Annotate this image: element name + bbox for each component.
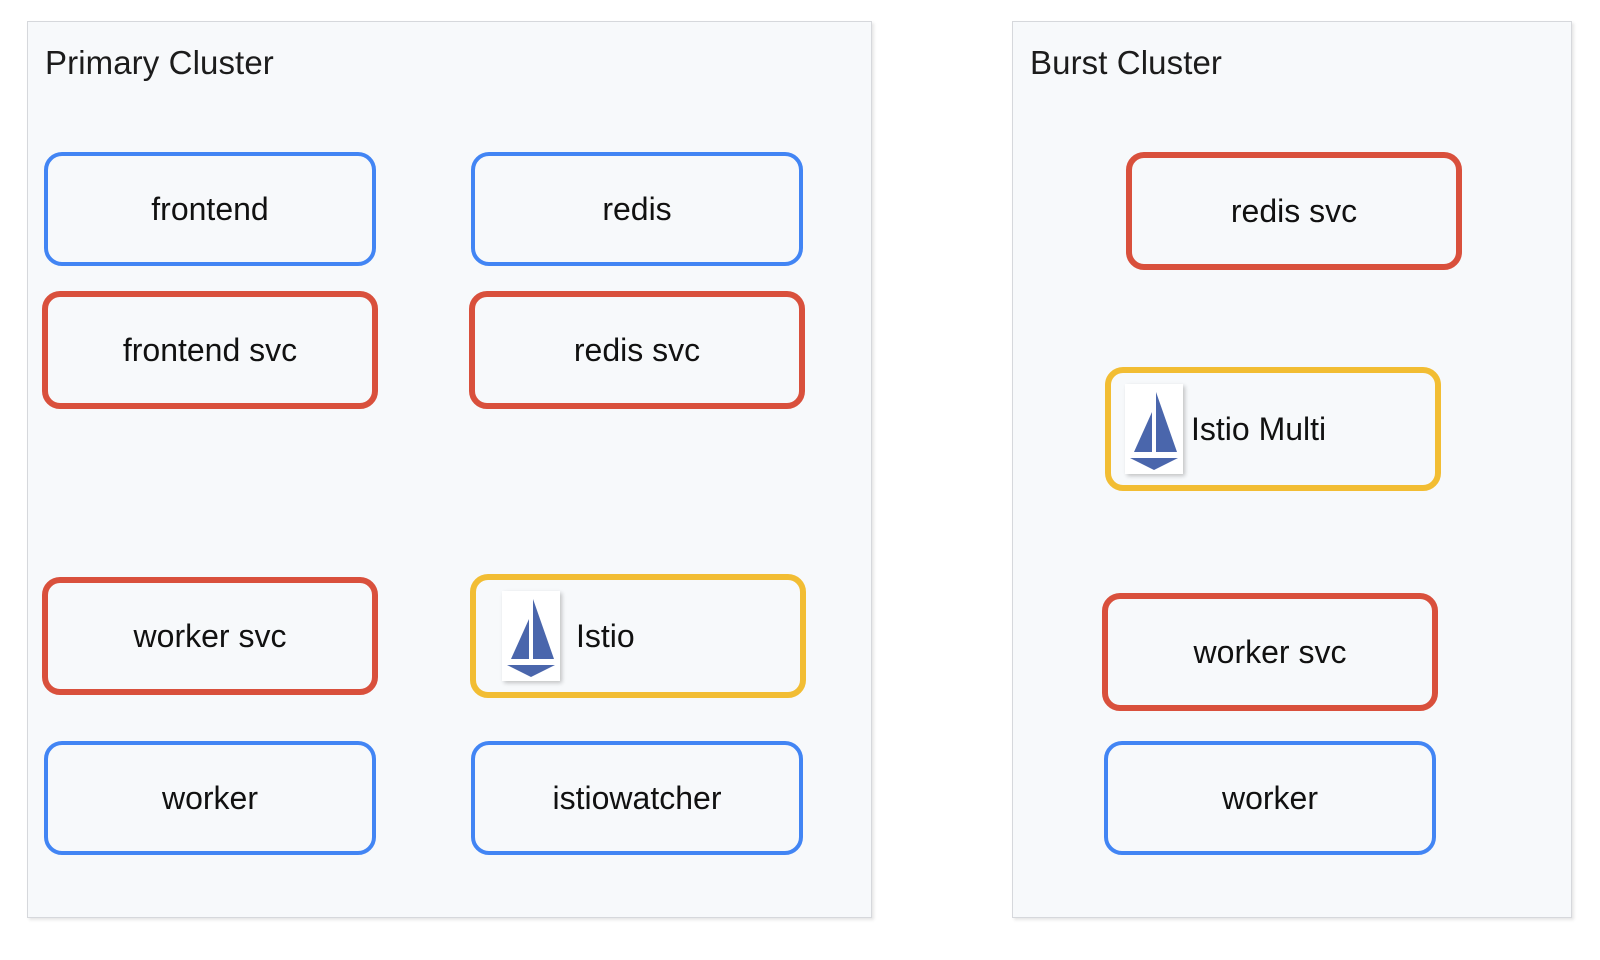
- istio-sailboat-icon: [1125, 384, 1183, 474]
- node-worker-svc-label: worker svc: [133, 618, 287, 654]
- node-redis-svc-label: redis svc: [573, 332, 701, 368]
- node-istio-label: Istio: [576, 618, 635, 654]
- node-worker-svc[interactable]: worker svc: [42, 577, 378, 695]
- node-frontend-svc-label: frontend svc: [122, 332, 298, 368]
- node-redis[interactable]: redis: [471, 152, 803, 266]
- node-worker[interactable]: worker: [44, 741, 376, 855]
- node-istiowatcher[interactable]: istiowatcher: [471, 741, 803, 855]
- node-burst-worker-svc-label: worker svc: [1193, 634, 1347, 670]
- cluster-primary-title: Primary Cluster: [45, 44, 274, 81]
- node-istiowatcher-label: istiowatcher: [552, 780, 722, 816]
- node-worker-label: worker: [161, 780, 258, 816]
- node-istio-multi[interactable]: Istio Multi: [1105, 367, 1441, 491]
- node-istio-multi-label: Istio Multi: [1191, 411, 1327, 447]
- node-burst-redis-svc-label: redis svc: [1230, 193, 1358, 229]
- node-burst-worker-svc[interactable]: worker svc: [1102, 593, 1438, 711]
- node-burst-redis-svc[interactable]: redis svc: [1126, 152, 1462, 270]
- node-redis-label: redis: [602, 191, 672, 227]
- cluster-burst-title: Burst Cluster: [1030, 44, 1223, 81]
- node-istio[interactable]: Istio: [470, 574, 806, 698]
- node-redis-svc[interactable]: redis svc: [469, 291, 805, 409]
- node-frontend[interactable]: frontend: [44, 152, 376, 266]
- node-burst-worker[interactable]: worker: [1104, 741, 1436, 855]
- istio-sailboat-icon: [502, 591, 560, 681]
- node-frontend-svc[interactable]: frontend svc: [42, 291, 378, 409]
- node-frontend-label: frontend: [151, 191, 269, 227]
- node-burst-worker-label: worker: [1221, 780, 1318, 816]
